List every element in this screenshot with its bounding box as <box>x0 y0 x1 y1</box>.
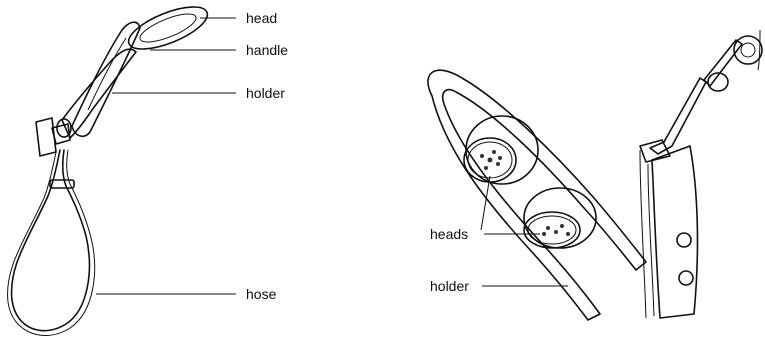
wall-bracket <box>36 118 56 156</box>
leader-heads-upper <box>481 176 490 230</box>
label-heads: heads <box>430 226 468 242</box>
label-handle: handle <box>246 42 288 58</box>
dual-head-shower-illustration <box>428 30 762 320</box>
shower-handle <box>72 22 140 136</box>
wall-mounted-unit <box>640 30 762 318</box>
label-hose: hose <box>246 286 277 302</box>
label-head: head <box>246 10 277 26</box>
shower-head <box>123 0 212 58</box>
lower-shower-head <box>524 188 596 248</box>
label-holder: holder <box>246 85 285 101</box>
label-holder-right: holder <box>430 278 469 294</box>
upper-shower-head <box>464 116 538 184</box>
